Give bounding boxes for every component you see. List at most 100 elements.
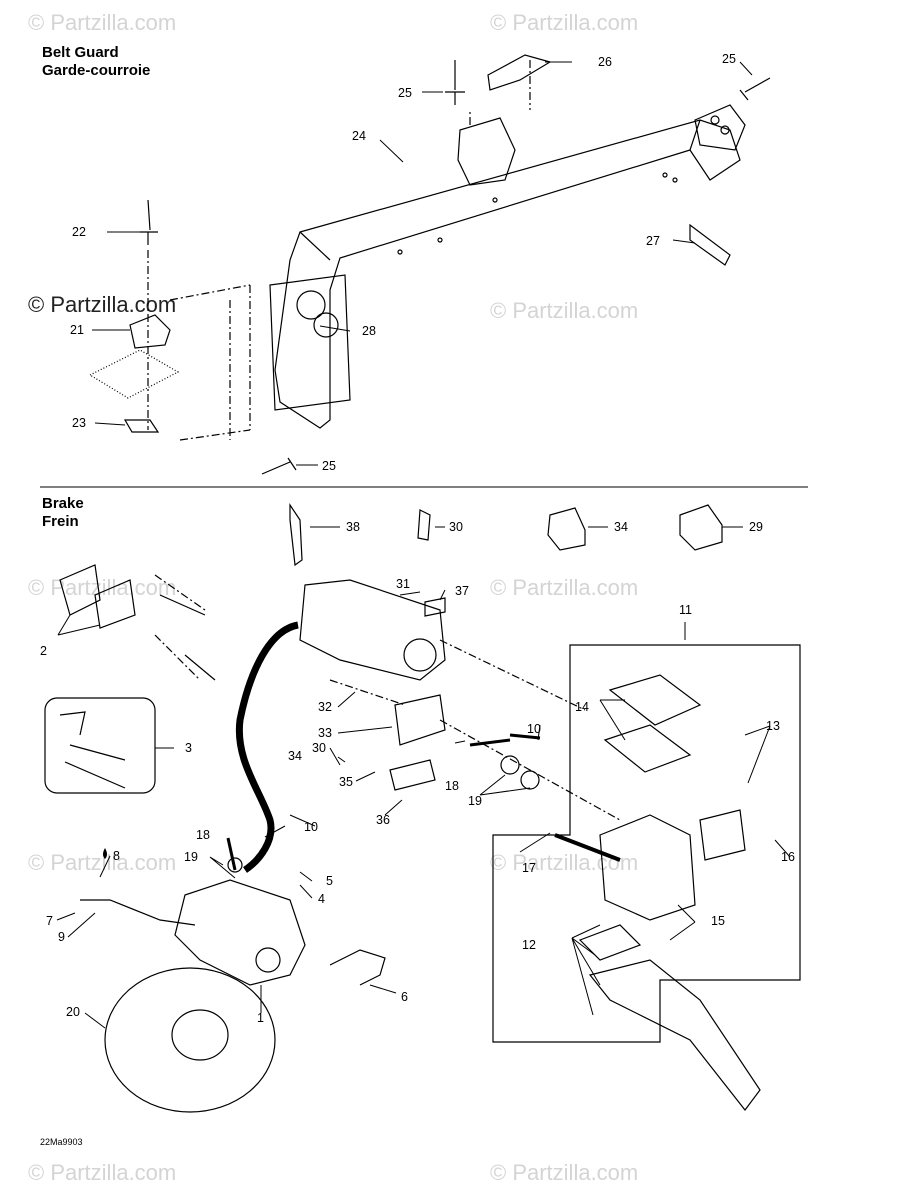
clip-part <box>417 509 431 541</box>
watermark-text: © Partzilla.com <box>28 1160 176 1185</box>
callout-17: 17 <box>522 861 536 875</box>
brake-title: Brake Frein <box>42 495 84 531</box>
brake-lever-part <box>588 959 761 1111</box>
callout-20: 20 <box>66 1005 80 1019</box>
callout-16: 16 <box>781 850 795 864</box>
sticker-symbol <box>313 312 339 338</box>
callout-14: 14 <box>575 700 589 714</box>
push-pin-part <box>445 60 465 105</box>
rear-clip-part <box>689 223 731 266</box>
callout-27: 27 <box>646 234 660 248</box>
connector-part <box>679 504 723 551</box>
callout-1: 1 <box>257 1011 264 1025</box>
push-pin-part <box>140 199 158 245</box>
bracket-hole <box>720 125 730 135</box>
brake-title-en: Brake <box>42 495 84 512</box>
reservoir-cap-part <box>608 674 702 726</box>
callout-3: 3 <box>185 741 192 755</box>
brake-hose-part <box>235 621 299 873</box>
belt-guard-title-fr: Garde-courroie <box>42 62 151 79</box>
callout-34: 34 <box>288 749 302 763</box>
hinge-bracket-part <box>129 314 171 349</box>
callout-15: 15 <box>711 914 725 928</box>
belt-guard-drawing <box>88 54 771 475</box>
callout-37: 37 <box>455 584 469 598</box>
warning-label-sticker <box>269 274 351 411</box>
callout-30: 30 <box>312 741 326 755</box>
callout-35: 35 <box>339 775 353 789</box>
connector-part <box>547 507 586 551</box>
brake-pad-part <box>94 579 136 629</box>
support-bracket <box>694 104 746 151</box>
watermark-text: © Partzilla.com <box>28 575 176 600</box>
callout-24: 24 <box>352 129 366 143</box>
callout-30: 30 <box>449 520 463 534</box>
callout-22: 22 <box>72 225 86 239</box>
assembly-line <box>154 574 621 821</box>
callout-9: 9 <box>58 930 65 944</box>
watermark-text-dark: © Partzilla.com <box>28 292 176 317</box>
callout-28: 28 <box>362 324 376 338</box>
watermark-text: © Partzilla.com <box>490 10 638 35</box>
clamp-part <box>699 809 746 861</box>
callout-25: 25 <box>722 52 736 66</box>
diagram-code: 22Ma9903 <box>40 1137 83 1147</box>
watermark-text: © Partzilla.com <box>490 298 638 323</box>
banjo-bolt-part <box>226 837 237 871</box>
callout-26: 26 <box>598 55 612 69</box>
disc-hub <box>171 1009 229 1061</box>
callout-2: 2 <box>40 644 47 658</box>
callout-7: 7 <box>46 914 53 928</box>
watermark-text: © Partzilla.com <box>490 850 638 875</box>
callout-numbers: 25 26 25 24 22 21 28 27 23 25 38 30 34 2… <box>40 52 795 1025</box>
guard-hole <box>397 249 403 255</box>
callout-32: 32 <box>318 700 332 714</box>
master-cylinder-body <box>599 814 696 921</box>
callout-19: 19 <box>468 794 482 808</box>
callout-23: 23 <box>72 416 86 430</box>
brake-disc-part <box>104 967 276 1113</box>
banjo-bolt-part <box>469 733 541 747</box>
callout-19: 19 <box>184 850 198 864</box>
bracket-part <box>80 899 196 926</box>
push-pin-part <box>739 77 771 101</box>
brake-caliper-part <box>174 879 306 986</box>
foam-pad-part <box>88 349 180 399</box>
caliper-piston <box>255 947 281 973</box>
guard-hole <box>492 197 498 203</box>
callout-25: 25 <box>322 459 336 473</box>
watermark-text: © Partzilla.com <box>490 1160 638 1185</box>
master-cylinder-kit-box <box>492 644 801 1043</box>
callout-12: 12 <box>522 938 536 952</box>
assembly-line <box>147 60 531 441</box>
oil-drop-icon <box>103 848 107 859</box>
bracket-hole <box>710 115 720 125</box>
belt-guard-title-en: Belt Guard <box>42 44 119 61</box>
callout-25: 25 <box>398 86 412 100</box>
callout-11: 11 <box>679 603 692 617</box>
brake-drawing <box>44 503 801 1113</box>
pin-part <box>159 594 216 681</box>
belt-guard-title: Belt Guard Garde-courroie <box>42 44 150 80</box>
sticker-symbol <box>296 290 326 320</box>
watermark-text: © Partzilla.com <box>28 850 176 875</box>
callout-18: 18 <box>445 779 459 793</box>
guard-hole <box>437 237 443 243</box>
callout-13: 13 <box>766 719 780 733</box>
piston-part <box>554 833 621 862</box>
brake-line-part <box>329 949 386 986</box>
decal-part <box>424 597 446 617</box>
callout-10: 10 <box>304 820 318 834</box>
watermark-text: © Partzilla.com <box>490 575 638 600</box>
watermark-text: © Partzilla.com <box>28 10 176 35</box>
push-pin-part <box>261 457 297 475</box>
callout-18: 18 <box>196 828 210 842</box>
callout-8: 8 <box>113 849 120 863</box>
callout-34: 34 <box>614 520 628 534</box>
callout-5: 5 <box>326 874 333 888</box>
guard-hole <box>672 177 678 183</box>
callout-6: 6 <box>401 990 408 1004</box>
callout-33: 33 <box>318 726 332 740</box>
handlebar-cover-part <box>299 579 446 681</box>
callout-38: 38 <box>346 520 360 534</box>
